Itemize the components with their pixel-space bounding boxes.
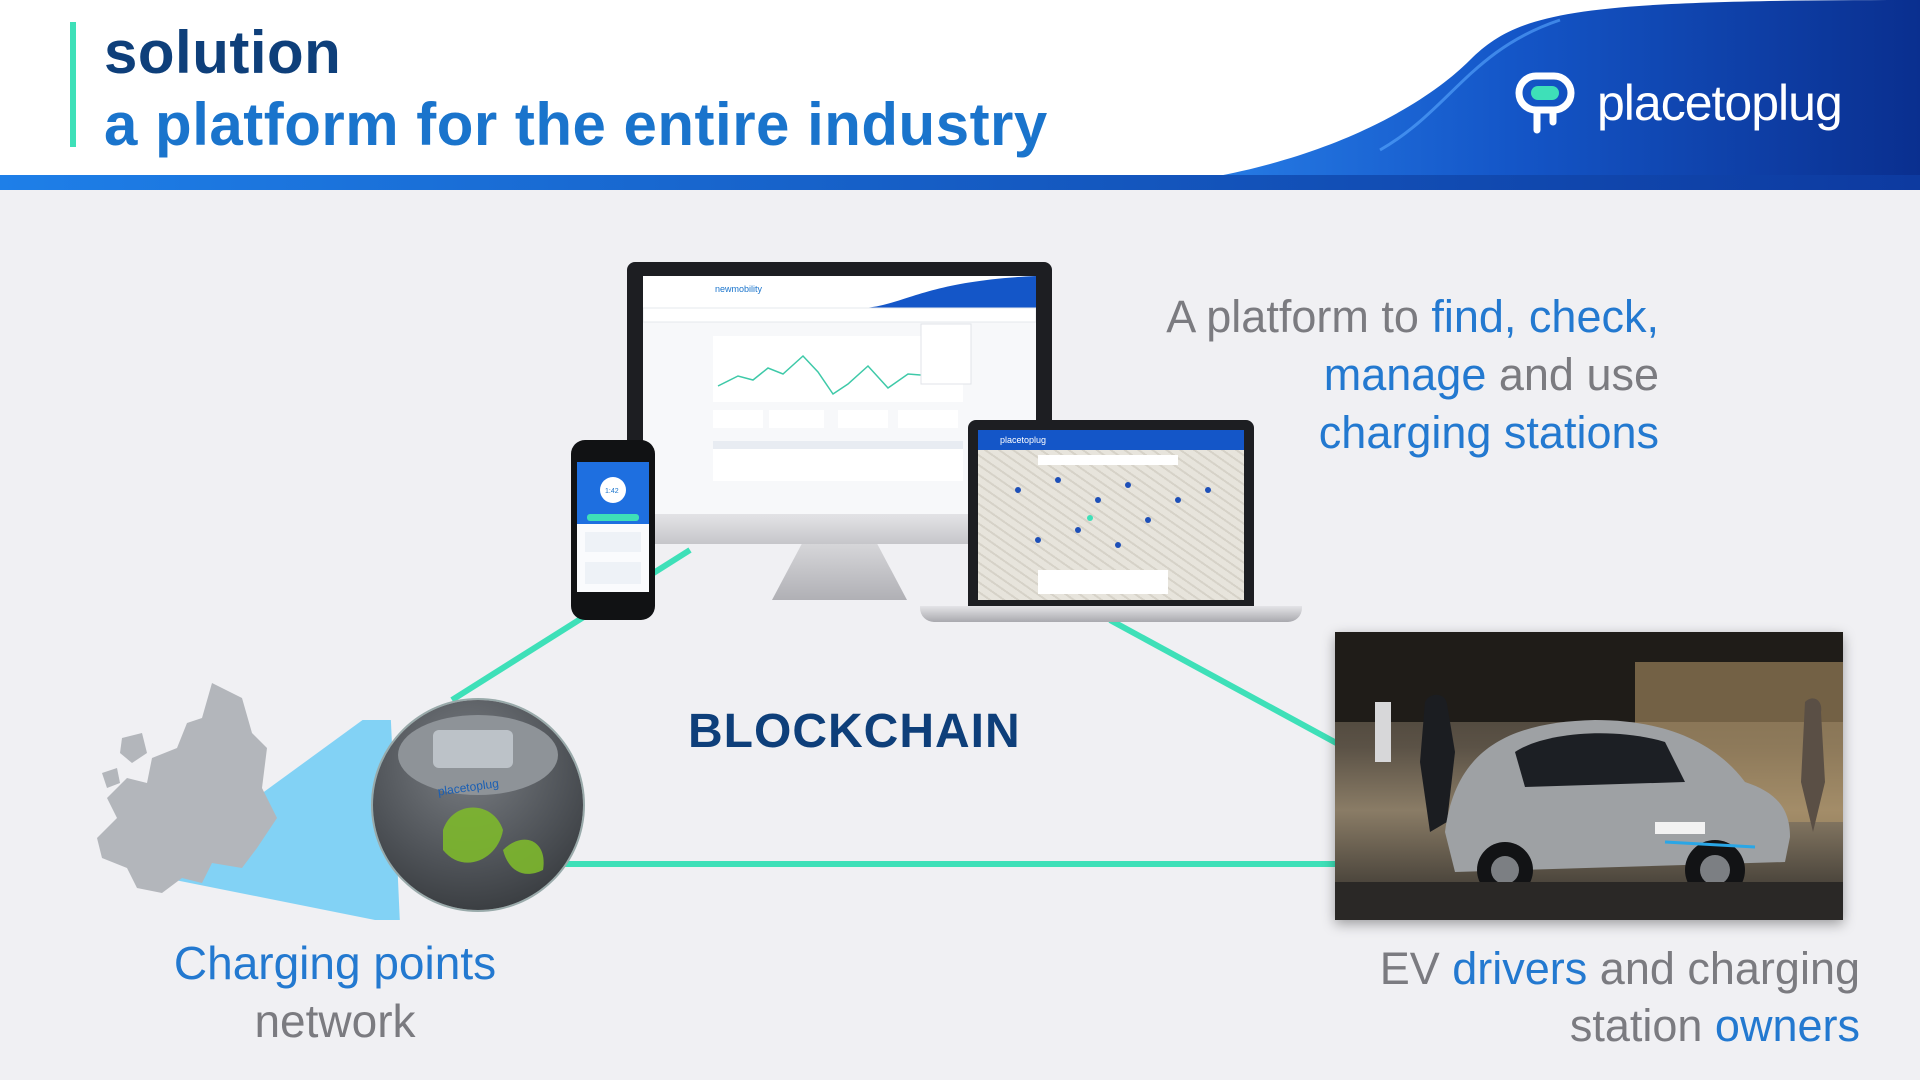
blockchain-label: BLOCKCHAIN: [688, 705, 1021, 758]
ev-part1: EV: [1379, 943, 1453, 994]
charging-point-photo: placetoplug: [373, 700, 583, 910]
charging-point-illustration: placetoplug: [398, 715, 558, 874]
ev-part5: owners: [1714, 1000, 1860, 1051]
ev-part3: and charging: [1587, 943, 1860, 994]
tagline-part4: and use: [1486, 349, 1659, 400]
ev-part4: station: [1569, 1000, 1715, 1051]
map-screenshot: placetoplug: [978, 430, 1244, 594]
title-accent-bar: [70, 22, 76, 147]
brand-word-part1: placeto: [1597, 75, 1752, 131]
laptop-brand: placetoplug: [1000, 435, 1046, 445]
tagline-part2: find, check,: [1431, 291, 1659, 342]
placetoplug-logo-icon: [1515, 72, 1575, 134]
laptop-base: [920, 606, 1302, 622]
phone-screen: 1:42: [577, 462, 649, 592]
laptop-screen: placetoplug: [978, 430, 1244, 600]
header: solution a platform for the entire indus…: [0, 0, 1920, 190]
platform-tagline: A platform to find, check, manage and us…: [1039, 288, 1659, 462]
page-title: solution: [104, 19, 342, 86]
monitor-brand: newmobility: [715, 284, 763, 294]
europe-map-graphic: [97, 683, 277, 893]
brand-logo: placetoplug: [1515, 68, 1843, 138]
desktop-monitor: newmobility: [627, 262, 1052, 540]
smartphone: 1:42: [571, 440, 655, 620]
ev-car-illustration: [1335, 632, 1843, 920]
header-wave-decoration: [0, 0, 1920, 190]
line-right: [1108, 617, 1342, 748]
ev-charging-photo: [1335, 632, 1843, 920]
page-subtitle: a platform for the entire industry: [104, 91, 1048, 158]
tagline-part3: manage: [1323, 349, 1487, 400]
ev-drivers-label: EV drivers and charging station owners: [1260, 940, 1860, 1054]
charging-points-line1: Charging points: [173, 937, 497, 989]
app-screenshot: 1:42: [577, 462, 649, 584]
charging-points-label: Charging points network: [130, 934, 540, 1050]
laptop: placetoplug: [968, 420, 1254, 610]
dashboard-screenshot: newmobility: [643, 276, 1036, 481]
brand-wordmark: placetoplug: [1597, 74, 1843, 132]
tagline-part1: A platform to: [1166, 291, 1432, 342]
tagline-part5: charging stations: [1318, 407, 1659, 458]
ev-part2: drivers: [1452, 943, 1588, 994]
brand-word-part2: plug: [1751, 75, 1843, 131]
phone-time: 1:42: [605, 488, 619, 495]
charging-points-line2: network: [254, 995, 416, 1047]
